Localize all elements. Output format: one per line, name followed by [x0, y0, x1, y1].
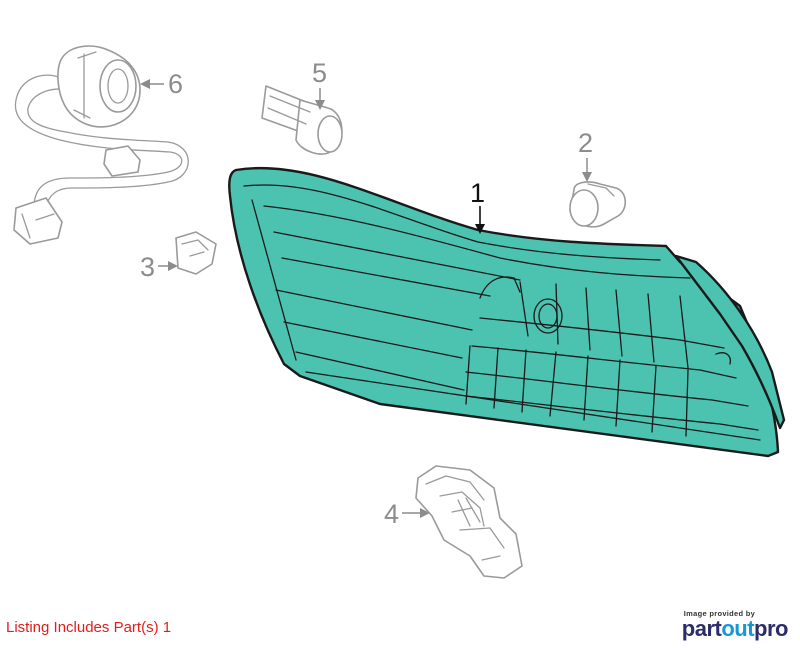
part-4-bracket — [415, 465, 523, 579]
lamp-side-flange — [674, 254, 786, 430]
callout-1: 1 — [470, 178, 485, 234]
callout-5-arrowhead — [315, 100, 325, 110]
brand-out-text: out — [721, 616, 755, 641]
part-1-lamp-assembly — [228, 166, 786, 458]
callout-5-label: 5 — [312, 58, 327, 88]
callout-3: 3 — [140, 252, 178, 282]
part-6-socket-and-wire — [13, 45, 189, 245]
callout-6-label: 6 — [168, 69, 183, 99]
callout-1-label: 1 — [470, 178, 485, 208]
callout-4-arrowhead — [420, 508, 430, 518]
part-2-retainer — [569, 181, 627, 228]
callout-2-label: 2 — [578, 128, 593, 158]
callout-1-arrowhead — [475, 224, 485, 234]
lamp-housing — [228, 166, 780, 458]
brand-part-text: part — [681, 616, 722, 641]
listing-note: Listing Includes Part(s) 1 — [6, 619, 172, 636]
part-3-clip — [175, 231, 217, 275]
part-5-bulb — [261, 85, 343, 155]
callout-2: 2 — [578, 128, 593, 182]
attribution-caption: Image provided by — [683, 609, 756, 618]
callout-3-label: 3 — [140, 252, 155, 282]
attribution-logo: Image provided by partoutpro — [681, 609, 789, 641]
brand-wordmark: partoutpro — [681, 616, 789, 641]
callout-6-arrowhead — [140, 79, 150, 89]
brand-pro-text: pro — [754, 616, 788, 641]
callout-2-arrowhead — [582, 172, 592, 182]
callout-6: 6 — [140, 69, 183, 99]
callout-4-label: 4 — [384, 499, 399, 529]
callout-3-arrowhead — [168, 261, 178, 271]
callout-5: 5 — [312, 58, 327, 110]
callout-4: 4 — [384, 499, 430, 529]
